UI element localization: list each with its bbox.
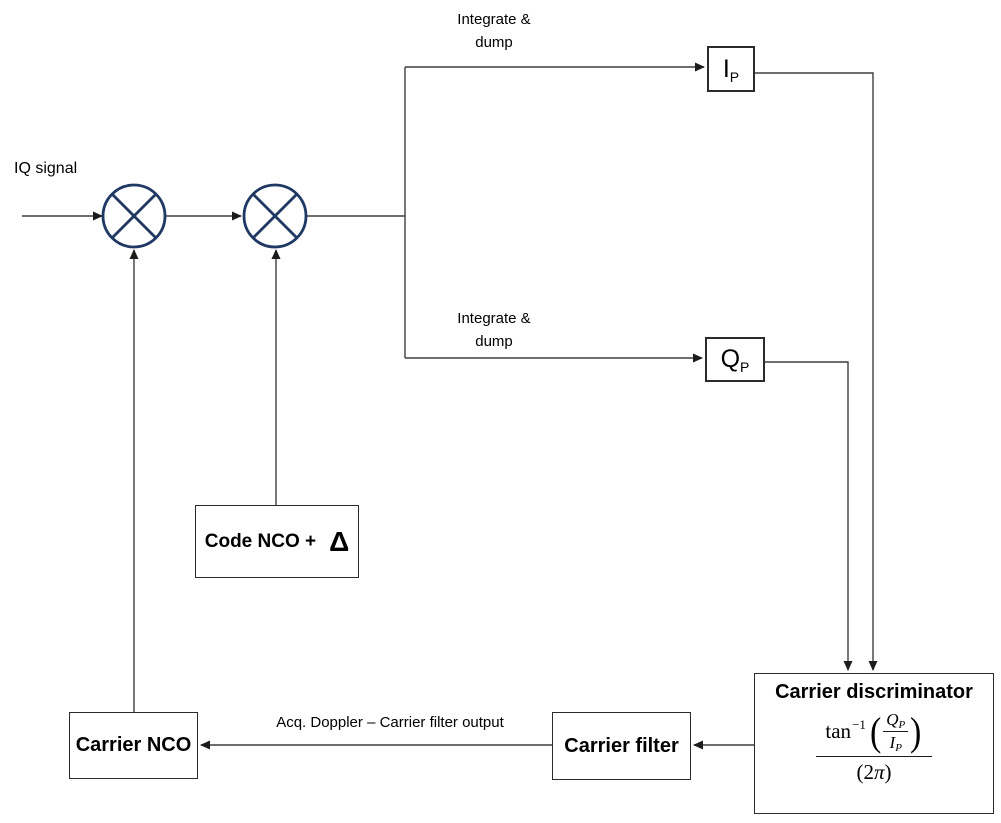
mixer2-multiplier-icon — [242, 183, 308, 249]
carrier-nco-label: Carrier NCO — [75, 734, 192, 756]
formula-close-paren: ) — [910, 708, 922, 754]
discriminator-formula: tan−1 ( QP IP ) (2π) — [816, 708, 932, 785]
carrier-discriminator-block: Carrier discriminator tan−1 ( QP IP ) (2… — [754, 673, 994, 814]
formula-exponent: −1 — [852, 716, 866, 732]
formula-inner-fraction: QP IP — [883, 710, 909, 754]
integrate-dump-top-label: Integrate & dump — [457, 11, 531, 52]
formula-outer-denominator: (2π) — [856, 760, 892, 784]
qp-to-discriminator-arrow — [765, 361, 853, 671]
ip-to-discriminator-arrow — [755, 72, 878, 671]
carrier-filter-label: Carrier filter — [564, 734, 679, 757]
acq-doppler-label: Acq. Doppler – Carrier filter output — [276, 714, 504, 731]
delta-symbol: Δ — [329, 525, 350, 557]
carrier-nco-block: Carrier NCO — [69, 712, 198, 779]
mixer1-multiplier-icon — [101, 183, 167, 249]
ip-block: IP — [707, 46, 755, 92]
carrier-discriminator-title: Carrier discriminator — [775, 681, 973, 703]
code-nco-label: Code NCO + — [204, 530, 317, 552]
formula-function: tan — [825, 719, 852, 743]
qp-block: QP — [705, 337, 765, 382]
ip-label: IP — [722, 54, 740, 85]
integrate-dump-bottom-label: Integrate & dump — [457, 310, 531, 351]
code-nco-block: Code NCO + Δ — [195, 505, 359, 578]
carrier-filter-block: Carrier filter — [552, 712, 691, 780]
formula-open-paren: ( — [869, 708, 882, 754]
iq-signal-label: IQ signal — [14, 160, 78, 177]
qp-label: QP — [720, 345, 750, 375]
